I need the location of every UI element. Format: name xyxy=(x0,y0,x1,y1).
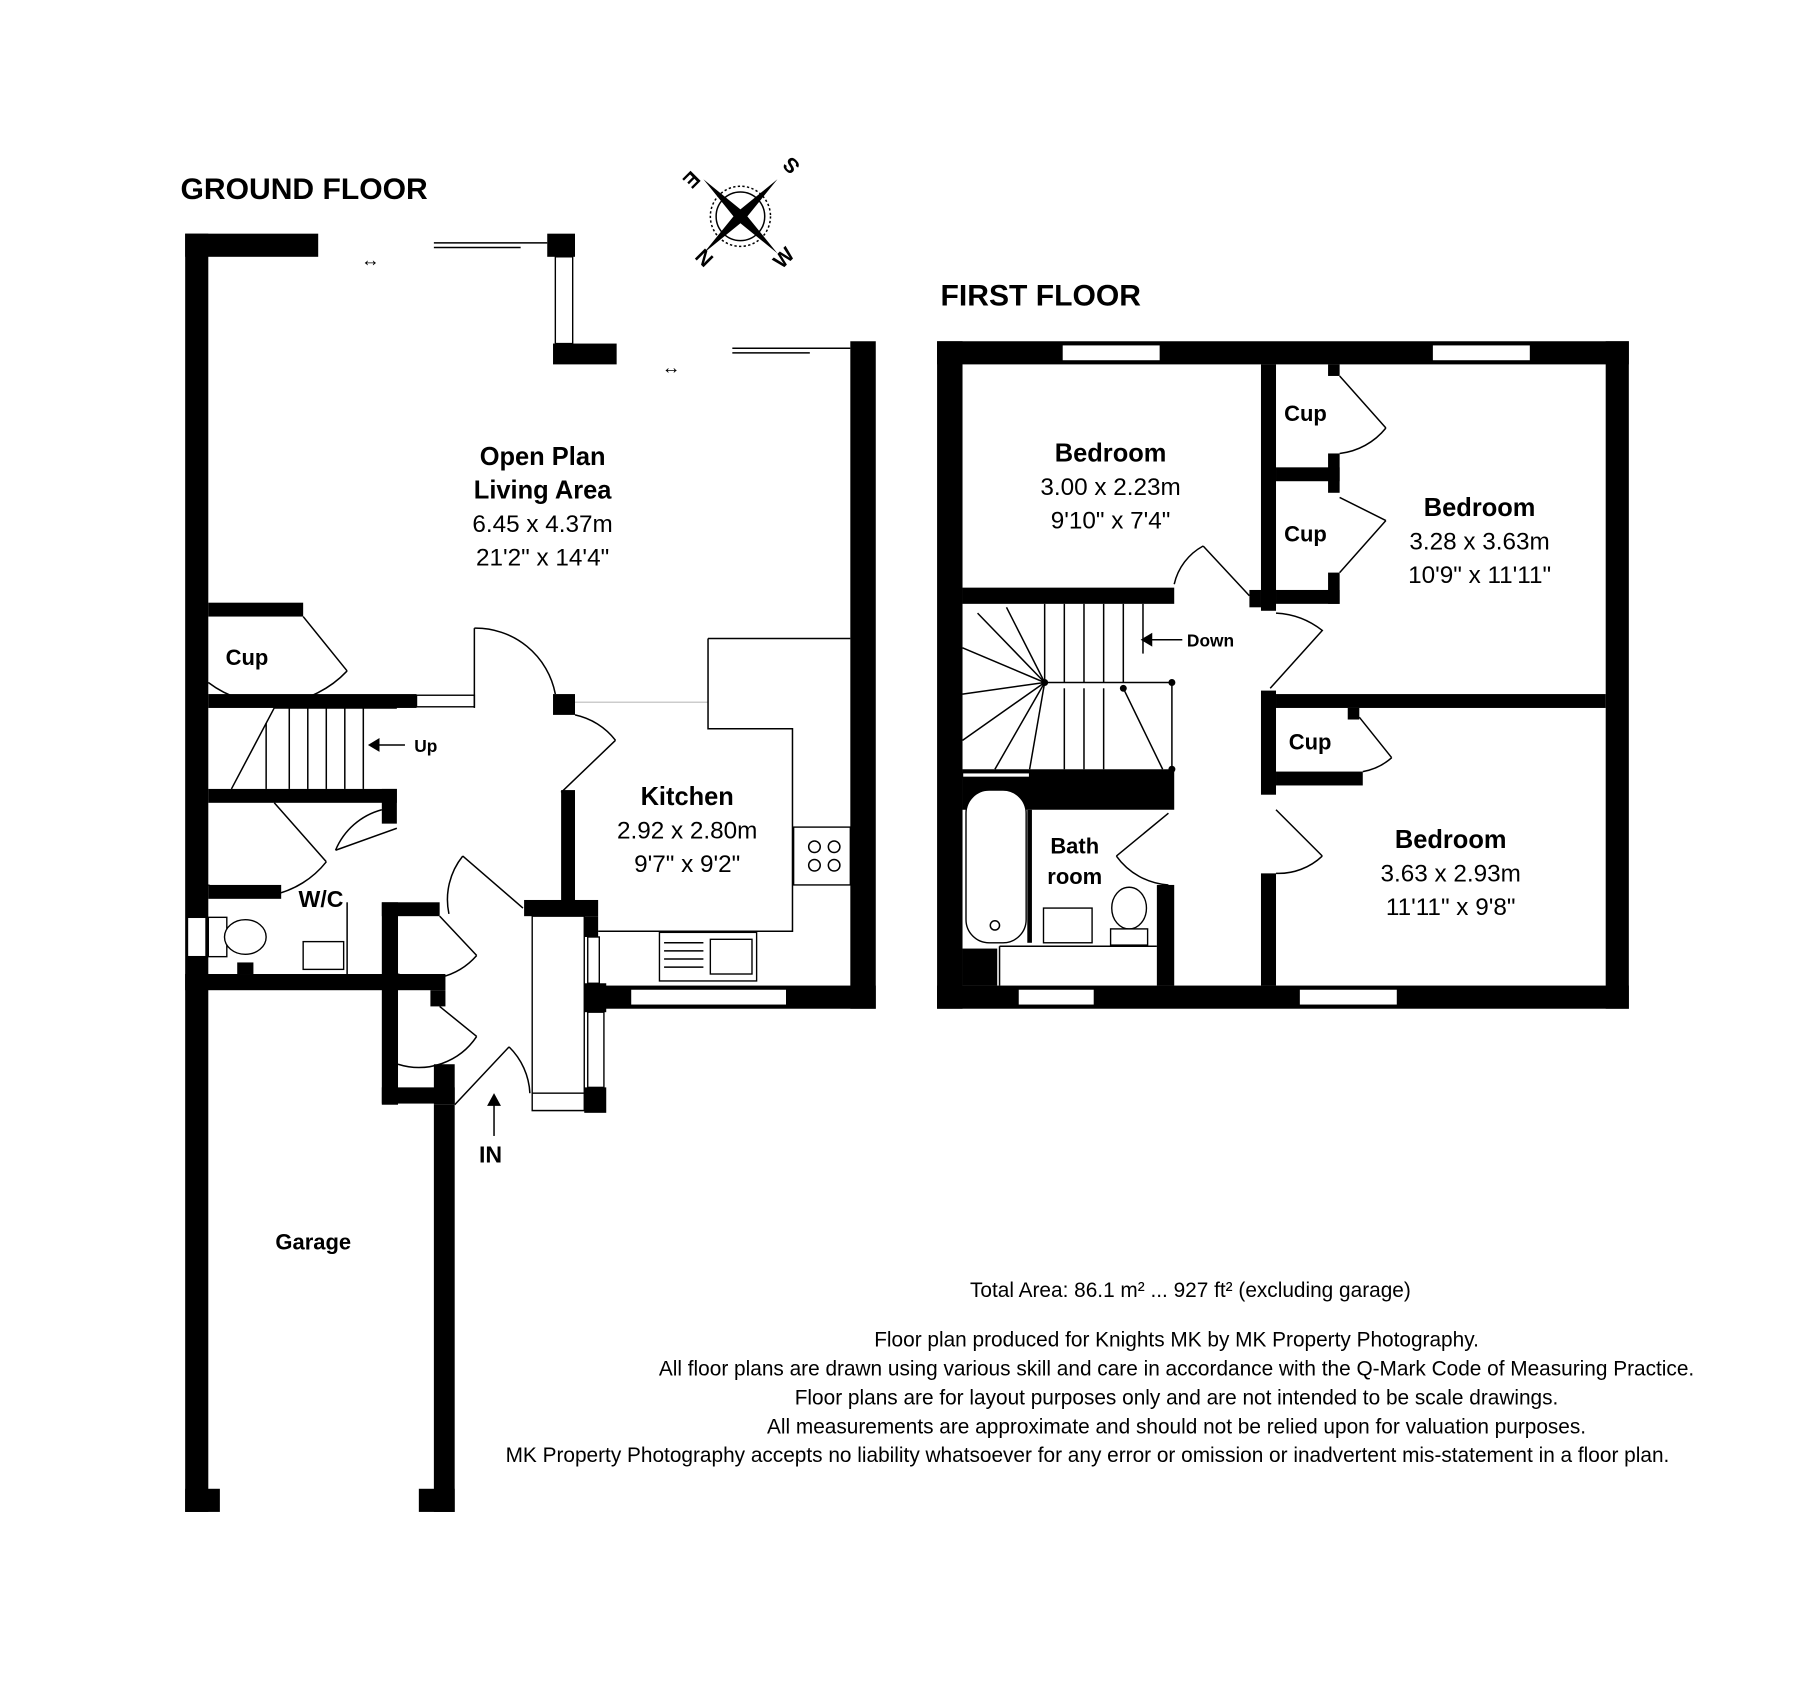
svg-text:9'10" x 7'4": 9'10" x 7'4" xyxy=(1051,508,1171,535)
svg-text:N: N xyxy=(690,245,717,272)
room-bedroom-3: Bedroom 3.63 x 2.93m 11'11" x 9'8" xyxy=(1380,826,1520,921)
ground-floor-title: GROUND FLOOR xyxy=(181,173,428,206)
room-kitchen: Kitchen 2.92 x 2.80m 9'7" x 9'2" xyxy=(617,783,757,878)
room-bedroom-2: Bedroom 3.28 x 3.63m 10'9" x 11'11" xyxy=(1408,494,1551,589)
room-bathroom: Bath room xyxy=(1047,834,1102,889)
room-bedroom-1: Bedroom 3.00 x 2.23m 9'10" x 7'4" xyxy=(1040,440,1180,535)
svg-text:10'9" x 11'11": 10'9" x 11'11" xyxy=(1408,562,1551,589)
svg-text:21'2" x 14'4": 21'2" x 14'4" xyxy=(476,545,609,572)
svg-text:6.45 x 4.37m: 6.45 x 4.37m xyxy=(472,511,612,538)
svg-text:11'11" x 9'8": 11'11" x 9'8" xyxy=(1386,894,1516,921)
room-cup: Cup xyxy=(226,645,269,670)
room-garage: Garage xyxy=(275,1229,351,1254)
first-floor-walls xyxy=(937,341,1629,1009)
note-line: MK Property Photography accepts no liabi… xyxy=(506,1444,1670,1467)
room-cup-2: Cup xyxy=(1284,521,1327,546)
room-wc: W/C xyxy=(299,886,344,912)
svg-text:Kitchen: Kitchen xyxy=(641,783,734,811)
svg-text:↔: ↔ xyxy=(361,249,380,270)
svg-text:3.63 x 2.93m: 3.63 x 2.93m xyxy=(1380,860,1520,887)
notes: Total Area: 86.1 m² ... 927 ft² (excludi… xyxy=(506,1279,1695,1467)
first-floor-title: FIRST FLOOR xyxy=(941,279,1142,312)
svg-text:Bath: Bath xyxy=(1050,834,1099,859)
compass-icon: E S N W xyxy=(678,152,805,273)
svg-text:Open Plan: Open Plan xyxy=(480,443,606,471)
svg-text:S: S xyxy=(779,152,805,178)
svg-text:Bedroom: Bedroom xyxy=(1424,494,1536,522)
total-area: Total Area: 86.1 m² ... 927 ft² (excludi… xyxy=(970,1279,1411,1302)
stairs-up-label: Up xyxy=(414,736,437,756)
room-living: Open Plan Living Area 6.45 x 4.37m 21'2"… xyxy=(472,443,612,572)
note-line: Floor plans are for layout purposes only… xyxy=(795,1386,1559,1409)
svg-text:W: W xyxy=(769,243,799,273)
svg-text:Bedroom: Bedroom xyxy=(1055,440,1167,468)
svg-text:E: E xyxy=(678,166,704,192)
ground-floor-walls: ↔ ↔ xyxy=(185,233,876,1512)
svg-text:9'7" x 9'2": 9'7" x 9'2" xyxy=(634,851,740,878)
room-cup-3: Cup xyxy=(1289,730,1332,755)
note-line: Floor plan produced for Knights MK by MK… xyxy=(874,1328,1479,1351)
stairs-down-label: Down xyxy=(1187,631,1234,651)
note-line: All measurements are approximate and sho… xyxy=(767,1415,1586,1438)
svg-text:room: room xyxy=(1047,864,1102,889)
svg-text:Bedroom: Bedroom xyxy=(1395,826,1507,854)
svg-text:3.00 x 2.23m: 3.00 x 2.23m xyxy=(1040,474,1180,501)
svg-text:↔: ↔ xyxy=(662,357,681,378)
entrance-label: IN xyxy=(479,1142,502,1168)
svg-text:3.28 x 3.63m: 3.28 x 3.63m xyxy=(1409,528,1549,555)
note-line: All floor plans are drawn using various … xyxy=(659,1357,1694,1380)
svg-text:2.92 x 2.80m: 2.92 x 2.80m xyxy=(617,818,757,845)
room-cup-1: Cup xyxy=(1284,401,1327,426)
svg-text:Living Area: Living Area xyxy=(474,477,612,505)
